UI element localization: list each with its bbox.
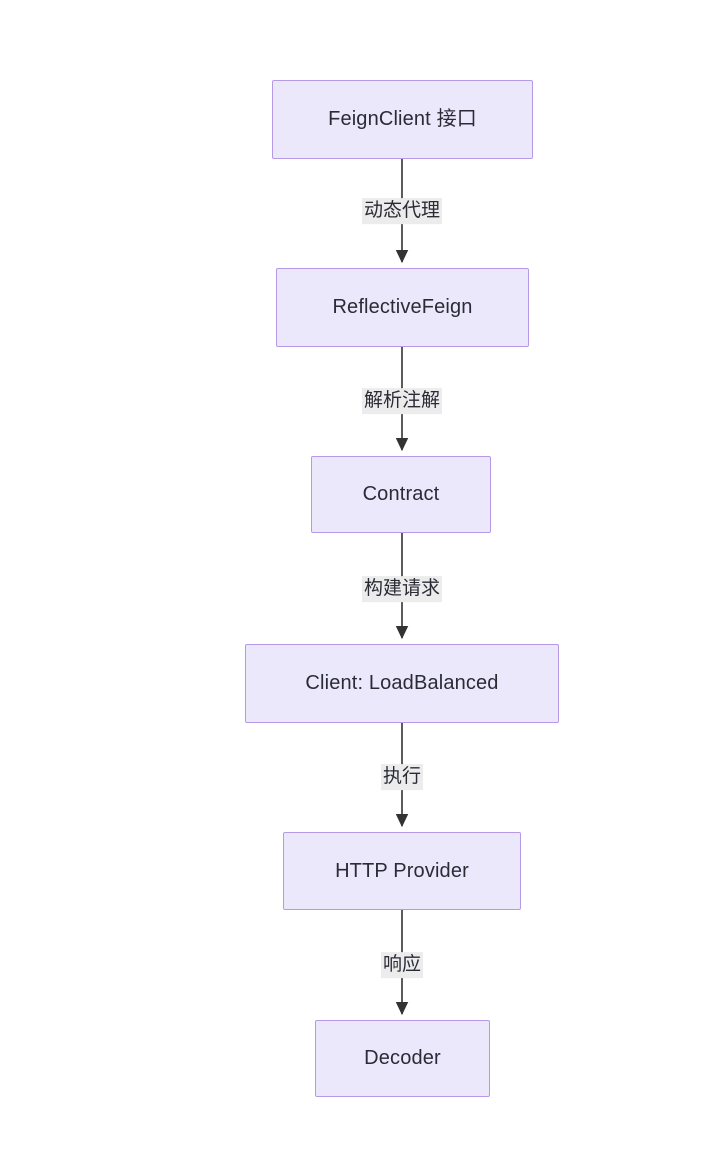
node-reflective-feign[interactable]: ReflectiveFeign — [276, 268, 529, 347]
node-decoder[interactable]: Decoder — [315, 1020, 490, 1097]
edge-label-e2: 解析注解 — [361, 388, 443, 414]
node-label: Contract — [362, 483, 440, 505]
node-contract[interactable]: Contract — [311, 456, 491, 533]
node-feign-client[interactable]: FeignClient 接口 — [272, 80, 533, 159]
node-label: FeignClient 接口 — [328, 108, 477, 130]
node-http-provider[interactable]: HTTP Provider — [283, 832, 521, 910]
node-label: HTTP Provider — [335, 859, 469, 882]
edge-label-e1: 动态代理 — [361, 198, 443, 224]
node-client-loadbalanced[interactable]: Client: LoadBalanced — [245, 644, 559, 723]
edge-label-e5: 响应 — [380, 952, 424, 978]
node-label: Client: LoadBalanced — [305, 672, 499, 694]
edge-label-e4: 执行 — [380, 764, 424, 790]
node-label: Decoder — [364, 1047, 441, 1069]
edge-label-e3: 构建请求 — [361, 576, 443, 602]
node-label: ReflectiveFeign — [332, 296, 473, 318]
